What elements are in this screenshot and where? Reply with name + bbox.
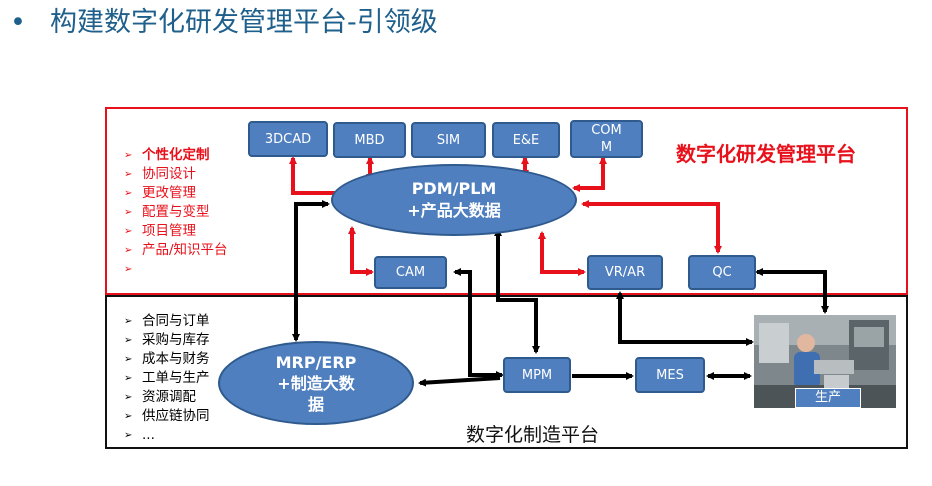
- tool-qc: QC: [688, 255, 756, 290]
- rd-platform-label: 数字化研发管理平台: [676, 142, 856, 166]
- title-text: 构建数字化研发管理平台-引领级: [50, 7, 438, 38]
- rd-feature-item: ➢更改管理: [124, 185, 196, 201]
- pdm-plm-core: PDM/PLM +产品大数据: [331, 164, 577, 236]
- arrow-bullet-icon: ➢: [124, 335, 133, 346]
- arrow-bullet-icon: ➢: [124, 150, 133, 161]
- module-mbd: MBD: [333, 122, 406, 158]
- arrow-bullet-icon: ➢: [124, 430, 133, 441]
- mf-feature-item: ➢采购与库存: [124, 332, 210, 348]
- arrow-bullet-icon: ➢: [124, 264, 133, 275]
- arrow-bullet-icon: ➢: [124, 226, 133, 237]
- arrow-bullet-icon: ➢: [124, 354, 133, 365]
- arrow-bullet-icon: ➢: [124, 316, 133, 327]
- slide-title: • 构建数字化研发管理平台-引领级: [10, 3, 438, 43]
- mf-feature-list: ➢合同与订单 ➢采购与库存 ➢成本与财务 ➢工单与生产 ➢资源调配 ➢供应链协同…: [124, 312, 210, 445]
- node-mes: MES: [635, 357, 705, 393]
- node-mpm: MPM: [503, 357, 571, 393]
- rd-feature-item: ➢协同设计: [124, 166, 196, 182]
- arrow-bullet-icon: ➢: [124, 169, 133, 180]
- module-comm: COM M: [570, 120, 643, 158]
- pdm-plm-subtitle: +产品大数据: [407, 201, 501, 220]
- mf-platform-label: 数字化制造平台: [466, 424, 600, 446]
- rd-feature-item: ➢个性化定制: [124, 147, 210, 163]
- mrp-erp-title: MRP/ERP: [275, 352, 357, 372]
- mrp-erp-subtitle-cont: 据: [307, 394, 324, 414]
- mf-feature-item: ➢供应链协同: [124, 408, 210, 424]
- production-caption: 生产: [795, 388, 861, 408]
- mf-feature-item: ➢成本与财务: [124, 351, 210, 367]
- mrp-erp-subtitle: +制造大数: [277, 373, 355, 393]
- mf-feature-item: ➢工单与生产: [124, 370, 210, 386]
- mf-feature-item: ➢合同与订单: [124, 313, 210, 329]
- mrp-erp-core: MRP/ERP +制造大数 据: [218, 341, 414, 425]
- rd-feature-item: ➢项目管理: [124, 223, 196, 239]
- tool-cam: CAM: [374, 256, 447, 289]
- arrow-bullet-icon: ➢: [124, 245, 133, 256]
- arrow-bullet-icon: ➢: [124, 207, 133, 218]
- tool-vr-ar: VR/AR: [587, 255, 663, 290]
- rd-feature-item: ➢配置与变型: [124, 204, 210, 220]
- module-sim: SIM: [411, 122, 486, 158]
- rd-feature-list: ➢个性化定制 ➢协同设计 ➢更改管理 ➢配置与变型 ➢项目管理 ➢产品/知识平台…: [124, 146, 234, 275]
- arrow-bullet-icon: ➢: [124, 188, 133, 199]
- module-3dcad: 3DCAD: [248, 121, 328, 157]
- rd-feature-item: ➢产品/知识平台: [124, 242, 228, 258]
- arrow-bullet-icon: ➢: [124, 373, 133, 384]
- module-ee: E&E: [492, 122, 560, 158]
- arrow-bullet-icon: ➢: [124, 411, 133, 422]
- title-bullet: •: [10, 7, 26, 38]
- arrow-bullet-icon: ➢: [124, 392, 133, 403]
- mf-feature-item: ➢资源调配: [124, 389, 196, 405]
- mf-feature-item: ➢...: [124, 427, 155, 443]
- pdm-plm-title: PDM/PLM: [411, 179, 497, 198]
